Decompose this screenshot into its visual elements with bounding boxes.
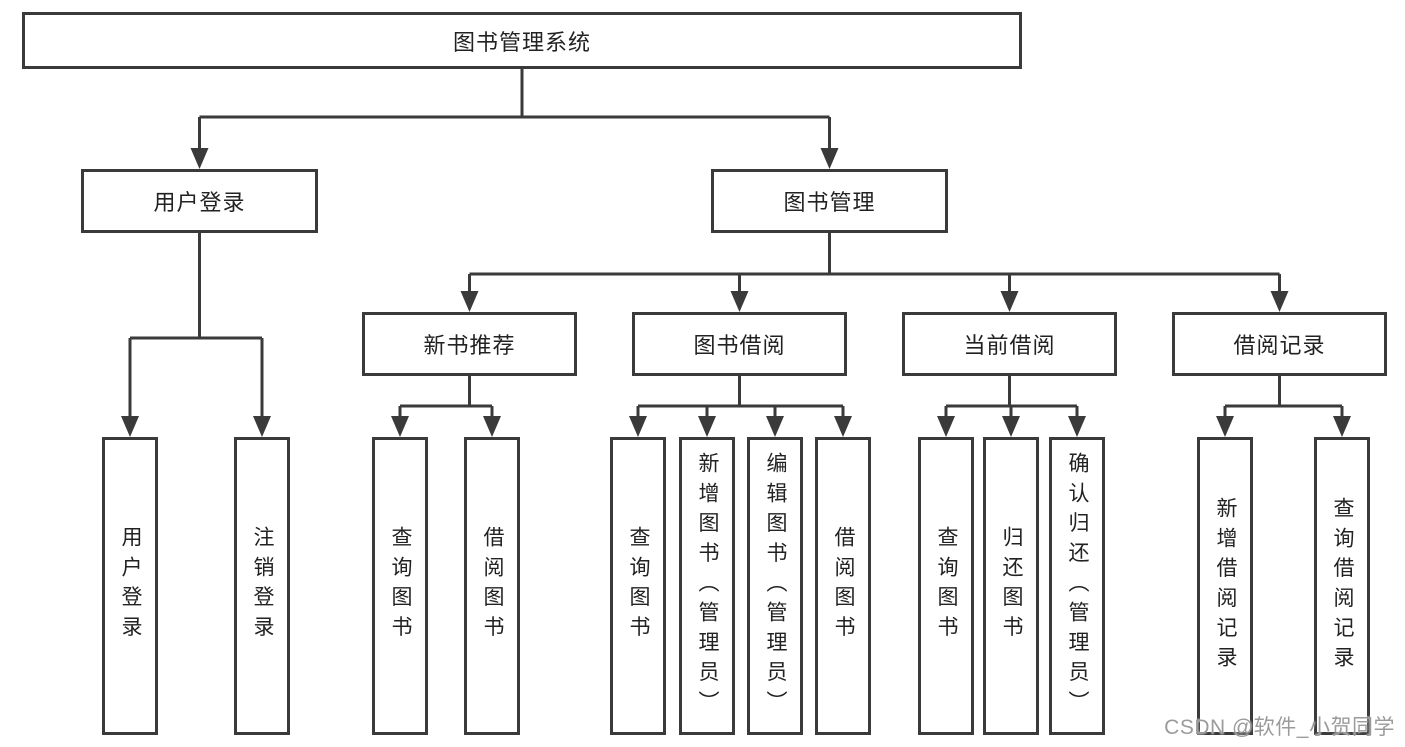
node-borrow-books-recommend: 借阅图书: [464, 437, 520, 735]
node-edit-book-admin: 编辑图书（管理员）: [747, 437, 803, 735]
node-borrowing-records: 借阅记录: [1172, 312, 1387, 376]
node-query-books-recommend: 查询图书: [372, 437, 428, 735]
node-query-books-current: 查询图书: [918, 437, 974, 735]
node-query-books-borrowing: 查询图书: [610, 437, 666, 735]
node-add-borrow-record: 新增借阅记录: [1197, 437, 1253, 735]
node-book-management: 图书管理: [711, 169, 948, 233]
node-confirm-return-admin: 确认归还（管理员）: [1049, 437, 1105, 735]
watermark: CSDN @软件_小贺同学: [1164, 716, 1395, 739]
node-new-book-recommendation: 新书推荐: [362, 312, 577, 376]
node-borrow-books-borrowing: 借阅图书: [815, 437, 871, 735]
node-add-book-admin: 新增图书（管理员）: [679, 437, 735, 735]
node-user-login-leaf: 用户登录: [102, 437, 158, 735]
node-user-login: 用户登录: [81, 169, 318, 233]
node-current-borrowing: 当前借阅: [902, 312, 1117, 376]
node-return-books: 归还图书: [983, 437, 1039, 735]
node-logout: 注销登录: [234, 437, 290, 735]
node-library-management-system: 图书管理系统: [22, 12, 1022, 69]
node-query-borrow-record: 查询借阅记录: [1314, 437, 1370, 735]
node-book-borrowing: 图书借阅: [632, 312, 847, 376]
